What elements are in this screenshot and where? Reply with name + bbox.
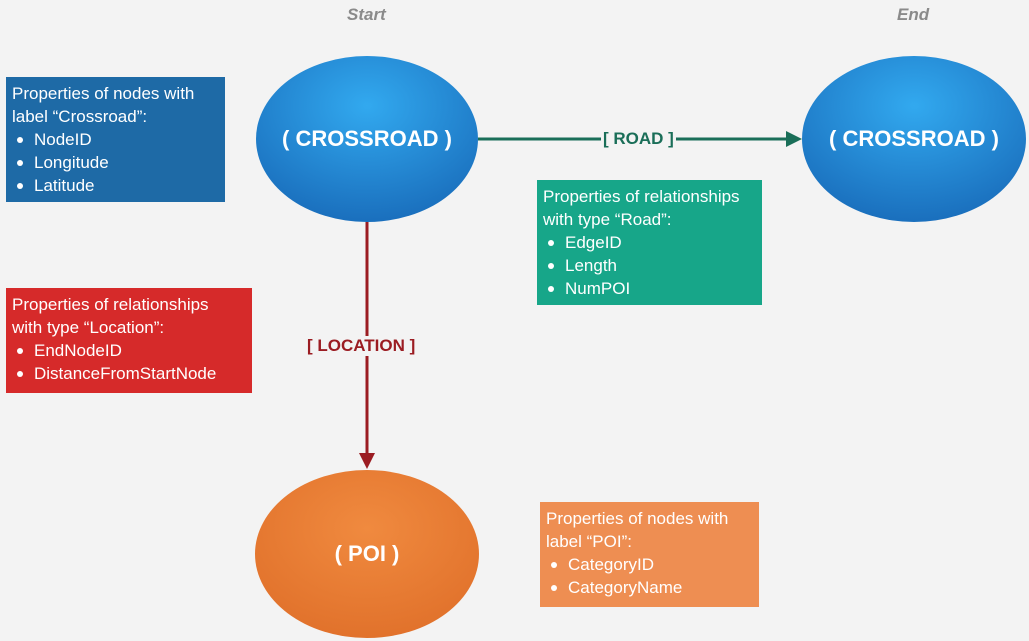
crossroad-start-label: ( CROSSROAD ) bbox=[282, 126, 452, 151]
list-item: NumPOI bbox=[543, 277, 756, 300]
list-item: CategoryName bbox=[546, 576, 753, 599]
location-arrowhead bbox=[359, 453, 375, 469]
road-edge-label: [ ROAD ] bbox=[601, 129, 676, 149]
location-properties-box: Properties of relationships with type “L… bbox=[6, 288, 252, 393]
list-item: CategoryID bbox=[546, 553, 753, 576]
poi-properties-title: Properties of nodes with label “POI”: bbox=[546, 509, 729, 551]
list-item: NodeID bbox=[12, 128, 219, 151]
road-properties-box: Properties of relationships with type “R… bbox=[537, 180, 762, 305]
crossroad-properties-box: Properties of nodes with label “Crossroa… bbox=[6, 77, 225, 202]
poi-node bbox=[255, 470, 479, 638]
list-item: Longitude bbox=[12, 151, 219, 174]
road-properties-title: Properties of relationships with type “R… bbox=[543, 187, 740, 229]
location-properties-title: Properties of relationships with type “L… bbox=[12, 295, 209, 337]
poi-properties-box: Properties of nodes with label “POI”: Ca… bbox=[540, 502, 759, 607]
crossroad-start-node bbox=[256, 56, 478, 222]
list-item: EndNodeID bbox=[12, 339, 246, 362]
list-item: DistanceFromStartNode bbox=[12, 362, 246, 385]
list-item: EdgeID bbox=[543, 231, 756, 254]
list-item: Latitude bbox=[12, 174, 219, 197]
start-label: Start bbox=[347, 5, 386, 24]
location-edge-label: [ LOCATION ] bbox=[305, 336, 418, 356]
poi-label: ( POI ) bbox=[334, 541, 400, 566]
list-item: Length bbox=[543, 254, 756, 277]
crossroad-end-label: ( CROSSROAD ) bbox=[829, 126, 999, 151]
road-arrowhead bbox=[786, 131, 802, 147]
end-label: End bbox=[897, 5, 930, 24]
crossroad-end-node bbox=[802, 56, 1026, 222]
crossroad-properties-title: Properties of nodes with label “Crossroa… bbox=[12, 84, 195, 126]
